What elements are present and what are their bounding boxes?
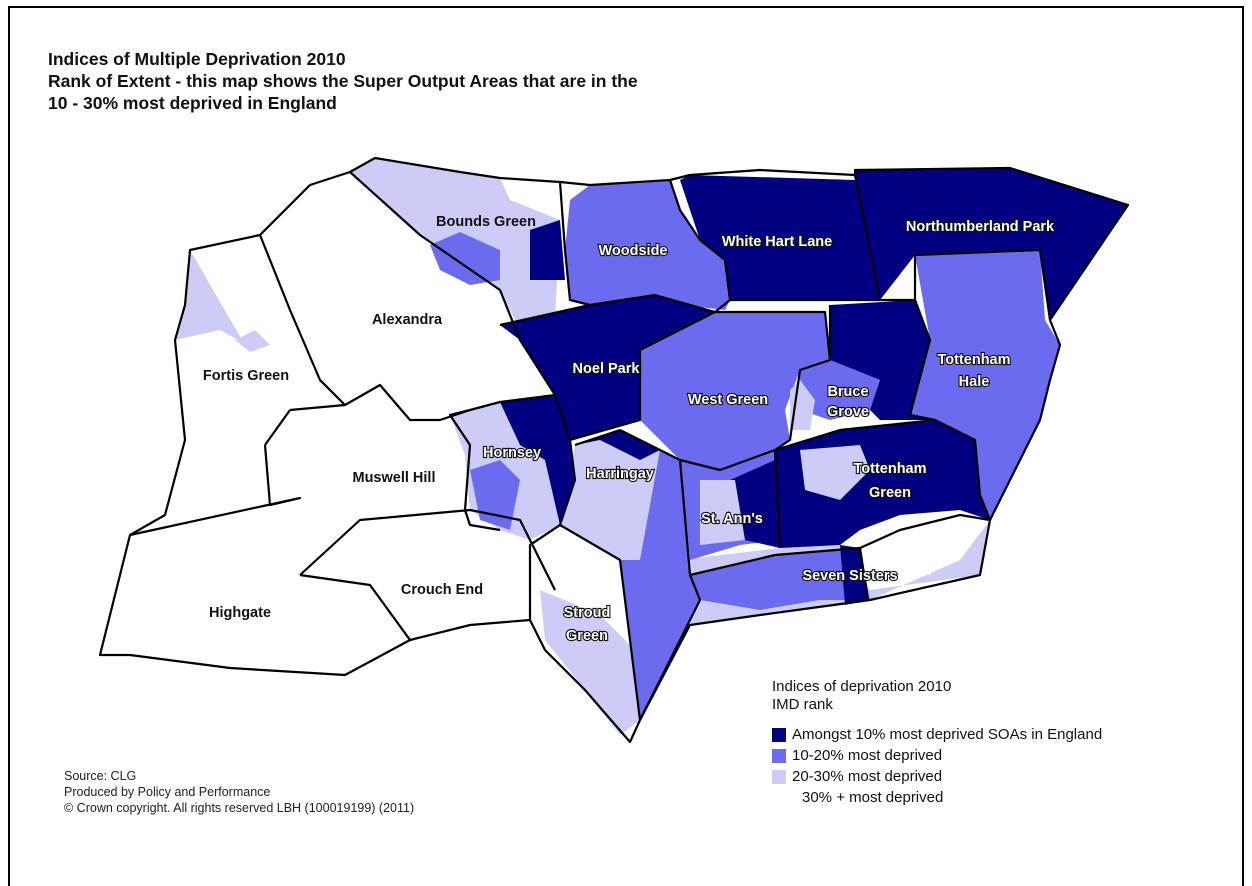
legend-item-10: Amongst 10% most deprived SOAs in Englan… <box>772 724 1102 745</box>
ward-label-seven-sisters: Seven Sisters <box>802 568 897 584</box>
legend-subtitle: IMD rank <box>772 696 833 713</box>
ward-boundaries <box>98 156 1130 744</box>
ward-label-st-anns: St. Ann's <box>701 511 763 527</box>
legend-label-10: Amongst 10% most deprived SOAs in Englan… <box>792 726 1103 743</box>
ward-area-highgate[interactable] <box>130 498 410 675</box>
map-frame <box>8 6 1244 886</box>
ward-label-alexandra: Alexandra <box>372 312 443 328</box>
ward-label-crouch-end: Crouch End <box>401 582 483 598</box>
map-credits: Source: CLG Produced by Policy and Perfo… <box>64 768 414 816</box>
ward-label-fortis-green: Fortis Green <box>203 368 289 384</box>
ward-label-hornsey: Hornsey <box>483 445 541 461</box>
ward-label-noel-park: Noel Park <box>573 361 641 377</box>
legend-label-20: 10-20% most deprived <box>792 747 943 764</box>
ward-label-bounds-green: Bounds Green <box>436 214 536 230</box>
ward-label-white-hart-lane: White Hart Lane <box>722 234 832 250</box>
ward-label-highgate: Highgate <box>209 605 271 621</box>
ward-label-northumberland-park: Northumberland Park <box>906 219 1055 235</box>
legend-swatch-10 <box>772 727 786 742</box>
ward-label-west-green: West Green <box>688 392 768 408</box>
legend-label-30: 20-30% most deprived <box>792 768 943 785</box>
ward-area-crouch-end[interactable] <box>300 510 555 640</box>
title-line-1: Indices of Multiple Deprivation 2010 <box>48 49 346 69</box>
credit-source: Source: CLG <box>64 769 137 783</box>
legend-item-30: 20-30% most deprived <box>772 766 1102 787</box>
credit-copyright: © Crown copyright. All rights reserved L… <box>64 801 415 815</box>
ward-label-woodside: Woodside <box>598 243 667 259</box>
map-legend: Indices of deprivation 2010 IMD rank Amo… <box>772 678 1102 808</box>
credit-produced: Produced by Policy and Performance <box>64 785 271 799</box>
ward-area-alexandra[interactable] <box>290 172 555 420</box>
title-line-2: Rank of Extent - this map shows the Supe… <box>48 71 638 91</box>
title-line-3: 10 - 30% most deprived in England <box>48 93 337 113</box>
ward-label-muswell-hill: Muswell Hill <box>353 470 436 486</box>
legend-swatch-20 <box>772 748 786 763</box>
legend-swatch-30 <box>772 769 786 784</box>
ward-fills <box>130 158 1128 740</box>
ward-label-harringay: Harringay <box>586 466 654 482</box>
map-title: Indices of Multiple Deprivation 2010 Ran… <box>48 48 638 114</box>
legend-label-none: 30% + most deprived <box>802 789 944 806</box>
legend-item-20: 10-20% most deprived <box>772 745 1102 766</box>
legend-item-none: 30% + most deprived <box>772 787 1102 808</box>
ward-labels: Bounds Green Woodside White Hart Lane No… <box>203 214 1056 645</box>
legend-title: Indices of deprivation 2010 <box>772 678 952 695</box>
